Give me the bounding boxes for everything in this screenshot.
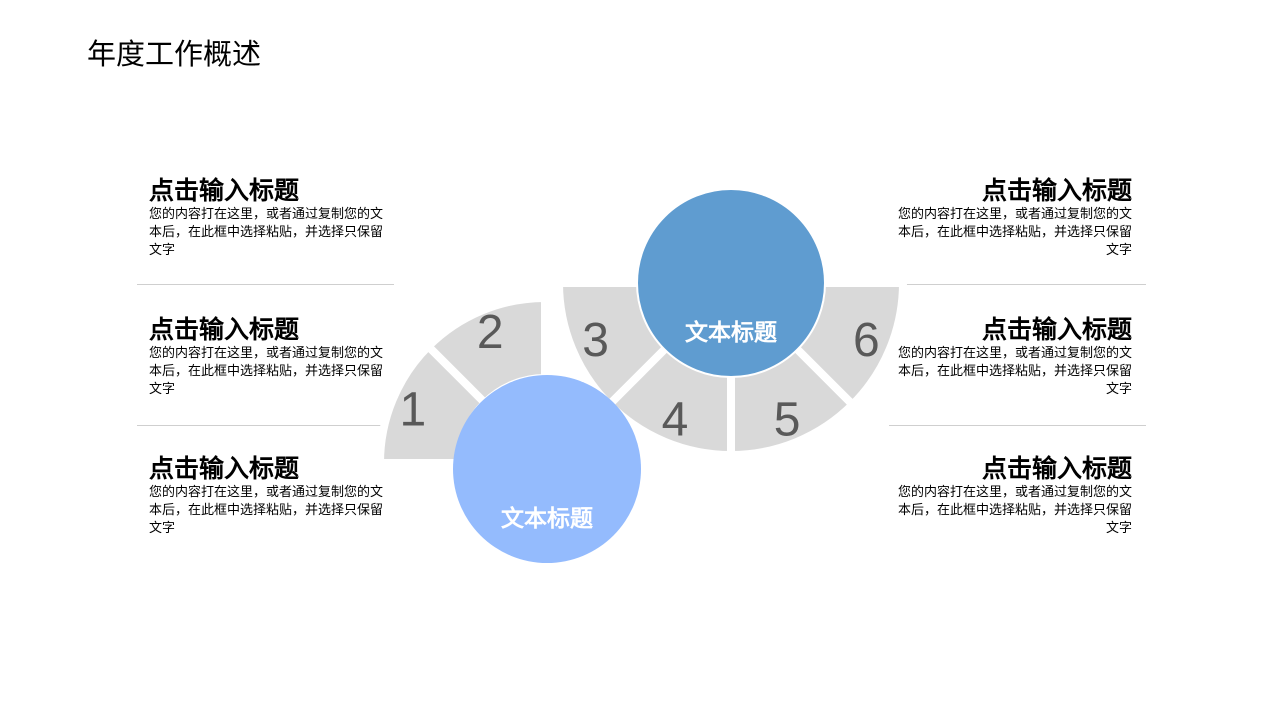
right-item-1[interactable]: 点击输入标题 您的内容打在这里，或者通过复制您的文本后，在此框中选择粘贴，并选择… — [892, 176, 1132, 260]
dark-circle-label: 文本标题 — [685, 319, 777, 346]
item-body: 您的内容打在这里，或者通过复制您的文本后，在此框中选择粘贴，并选择只保留文字 — [149, 207, 384, 258]
segment-number: 3 — [582, 314, 609, 367]
page-title: 年度工作概述 — [87, 37, 262, 71]
light-circle[interactable] — [453, 375, 641, 563]
item-heading: 点击输入标题 — [981, 454, 1132, 483]
item-heading: 点击输入标题 — [981, 315, 1132, 344]
light-circle-label: 文本标题 — [501, 505, 593, 532]
segment-number: 2 — [477, 306, 504, 359]
dark-circle[interactable] — [636, 188, 826, 378]
left-item-3[interactable]: 点击输入标题 您的内容打在这里，或者通过复制您的文本后，在此框中选择粘贴，并选择… — [149, 454, 389, 538]
left-item-2[interactable]: 点击输入标题 您的内容打在这里，或者通过复制您的文本后，在此框中选择粘贴，并选择… — [149, 315, 389, 399]
segment-number: 5 — [774, 393, 801, 446]
item-body: 您的内容打在这里，或者通过复制您的文本后，在此框中选择粘贴，并选择只保留文字 — [897, 207, 1132, 258]
segment-number: 6 — [853, 314, 880, 367]
item-heading: 点击输入标题 — [981, 176, 1132, 205]
segment-number: 1 — [400, 383, 427, 436]
right-item-2[interactable]: 点击输入标题 您的内容打在这里，或者通过复制您的文本后，在此框中选择粘贴，并选择… — [892, 315, 1132, 399]
separator — [137, 284, 394, 285]
left-item-1[interactable]: 点击输入标题 您的内容打在这里，或者通过复制您的文本后，在此框中选择粘贴，并选择… — [149, 176, 389, 260]
item-body: 您的内容打在这里，或者通过复制您的文本后，在此框中选择粘贴，并选择只保留文字 — [897, 346, 1132, 397]
item-body: 您的内容打在这里，或者通过复制您的文本后，在此框中选择粘贴，并选择只保留文字 — [149, 346, 384, 397]
item-body: 您的内容打在这里，或者通过复制您的文本后，在此框中选择粘贴，并选择只保留文字 — [149, 485, 384, 536]
segment-number: 4 — [662, 393, 689, 446]
separator — [137, 425, 394, 426]
separator — [889, 284, 1146, 285]
item-heading: 点击输入标题 — [149, 454, 300, 483]
item-heading: 点击输入标题 — [149, 315, 300, 344]
item-body: 您的内容打在这里，或者通过复制您的文本后，在此框中选择粘贴，并选择只保留文字 — [897, 485, 1132, 536]
right-item-3[interactable]: 点击输入标题 您的内容打在这里，或者通过复制您的文本后，在此框中选择粘贴，并选择… — [892, 454, 1132, 538]
item-heading: 点击输入标题 — [149, 176, 300, 205]
separator — [889, 425, 1146, 426]
